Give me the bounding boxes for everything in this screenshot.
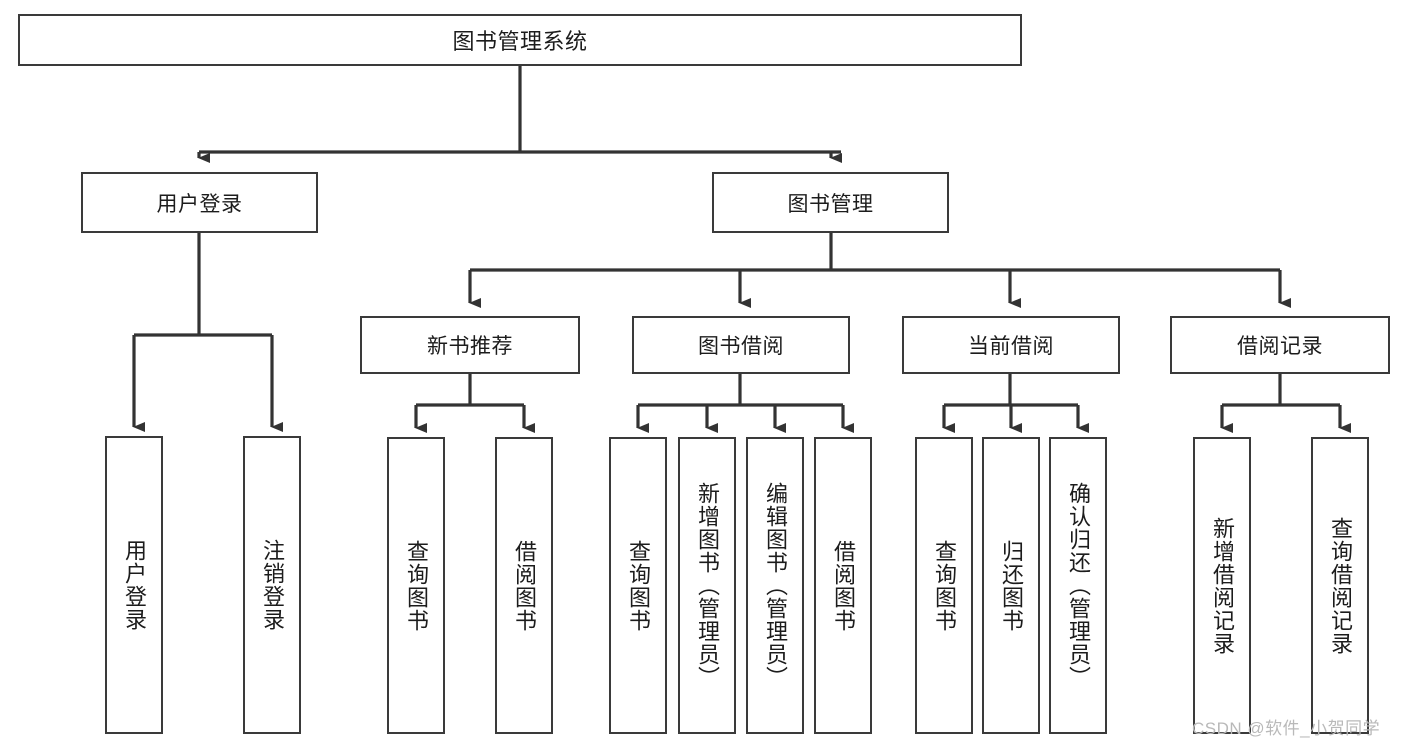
leaf-query-book-3[interactable]: 查询图书 — [915, 437, 973, 734]
node-current-borrow-label: 当前借阅 — [968, 335, 1054, 358]
csdn-watermark: CSDN @软件_小贺同学 — [1192, 719, 1381, 738]
leaf-confirm-return-label: 确认归还（管理员） — [1065, 482, 1091, 689]
leaf-borrow-book-2-label: 借阅图书 — [830, 539, 856, 632]
leaf-query-book-3-label: 查询图书 — [931, 539, 957, 632]
leaf-borrow-book-1[interactable]: 借阅图书 — [495, 437, 553, 734]
leaf-return-book-label: 归还图书 — [998, 539, 1024, 632]
leaf-user-login[interactable]: 用户登录 — [105, 436, 163, 734]
node-book-manage[interactable]: 图书管理 — [712, 172, 949, 233]
leaf-query-record-label: 查询借阅记录 — [1327, 516, 1353, 655]
leaf-query-book-2-label: 查询图书 — [625, 539, 651, 632]
leaf-logout-login-label: 注销登录 — [259, 539, 285, 631]
leaf-user-login-label: 用户登录 — [121, 539, 147, 631]
node-user-login-label: 用户登录 — [156, 192, 243, 216]
leaf-query-record[interactable]: 查询借阅记录 — [1311, 437, 1369, 734]
leaf-add-book-label: 新增图书（管理员） — [694, 482, 720, 689]
leaf-query-book-2[interactable]: 查询图书 — [609, 437, 667, 734]
node-borrow-record-label: 借阅记录 — [1237, 335, 1323, 358]
node-current-borrow[interactable]: 当前借阅 — [902, 316, 1120, 374]
node-user-login[interactable]: 用户登录 — [81, 172, 318, 233]
leaf-edit-book[interactable]: 编辑图书（管理员） — [746, 437, 804, 734]
node-book-borrow-label: 图书借阅 — [698, 335, 784, 358]
leaf-query-book-1[interactable]: 查询图书 — [387, 437, 445, 734]
node-book-manage-label: 图书管理 — [787, 192, 874, 216]
node-new-book-recommend[interactable]: 新书推荐 — [360, 316, 580, 374]
node-borrow-record[interactable]: 借阅记录 — [1170, 316, 1390, 374]
leaf-edit-book-label: 编辑图书（管理员） — [762, 482, 788, 689]
node-root[interactable]: 图书管理系统 — [18, 14, 1022, 66]
leaf-borrow-book-1-label: 借阅图书 — [511, 539, 537, 632]
node-root-label: 图书管理系统 — [452, 29, 588, 54]
leaf-confirm-return[interactable]: 确认归还（管理员） — [1049, 437, 1107, 734]
leaf-query-book-1-label: 查询图书 — [403, 539, 429, 632]
leaf-add-book[interactable]: 新增图书（管理员） — [678, 437, 736, 734]
leaf-add-record[interactable]: 新增借阅记录 — [1193, 437, 1251, 734]
node-new-book-recommend-label: 新书推荐 — [427, 335, 513, 358]
node-book-borrow[interactable]: 图书借阅 — [632, 316, 850, 374]
leaf-add-record-label: 新增借阅记录 — [1209, 516, 1235, 655]
leaf-logout-login[interactable]: 注销登录 — [243, 436, 301, 734]
leaf-borrow-book-2[interactable]: 借阅图书 — [814, 437, 872, 734]
leaf-return-book[interactable]: 归还图书 — [982, 437, 1040, 734]
